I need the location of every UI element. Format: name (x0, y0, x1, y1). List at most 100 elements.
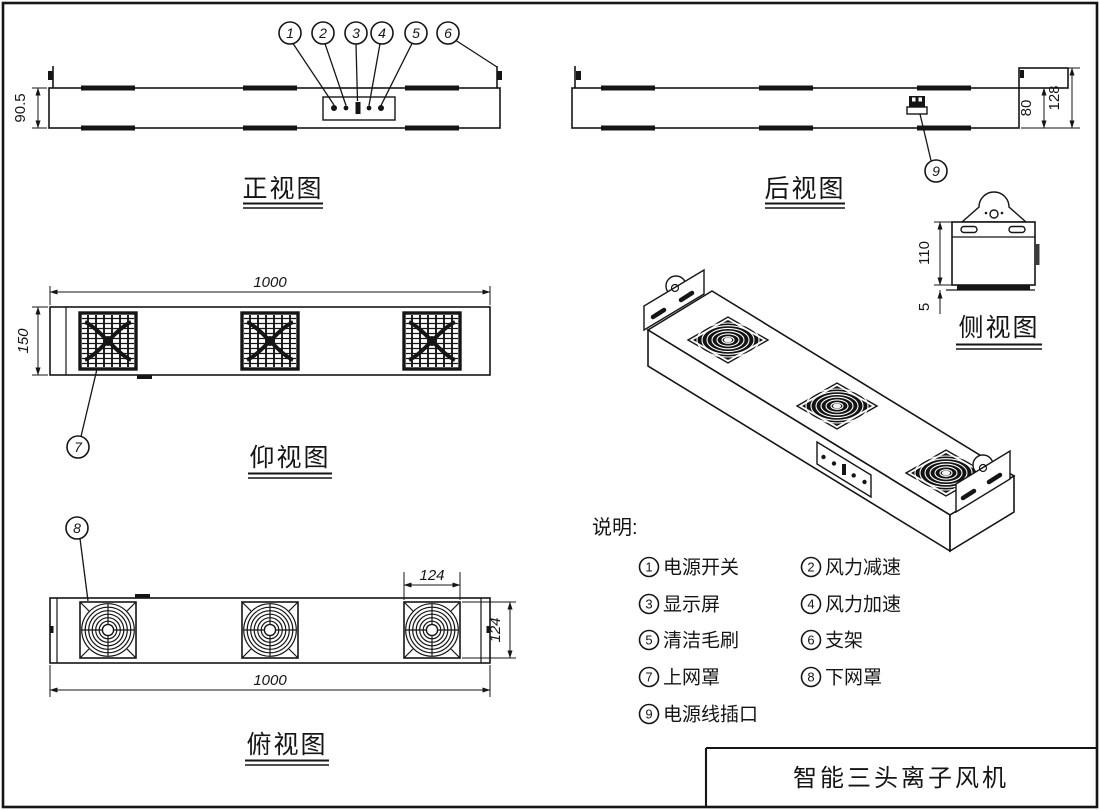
side-view: 110 5 侧视图 (916, 191, 1042, 350)
svg-text:支架: 支架 (825, 630, 863, 652)
fan-depth-dim: 124 (487, 617, 504, 642)
dimension-fan-depth: 124 (462, 601, 516, 659)
svg-text:4: 4 (807, 597, 814, 612)
callout-8-number: 8 (73, 520, 81, 536)
callout-8: 8 (65, 516, 89, 540)
cleaning-brush-knob (378, 105, 384, 111)
control-panel (322, 96, 396, 121)
callout-2: 2 (311, 21, 335, 45)
callout-5: 5 (404, 21, 428, 45)
legend-heading: 说明: (592, 516, 638, 539)
power-socket-icon (906, 96, 928, 115)
iso-control-panel (816, 440, 872, 499)
rear-view-label: 后视图 (764, 175, 845, 203)
top-view-label: 俯视图 (246, 731, 327, 759)
callout-4-number: 4 (378, 25, 386, 41)
base-strip (957, 285, 1030, 290)
bottom-view-label: 仰视图 (249, 444, 330, 472)
side-base-dim: 5 (916, 303, 933, 311)
top-view: 124 124 1000 8 俯视图 (49, 516, 516, 766)
fan-guard-icon (403, 601, 461, 659)
legend-item: 4 风力加速 (800, 594, 901, 616)
dimension-bottom-width: 150 (15, 306, 48, 376)
svg-text:清洁毛刷: 清洁毛刷 (663, 630, 739, 652)
fan-guard-icon (79, 601, 137, 659)
slat-grille-icon (78, 311, 138, 371)
slat-grille-icon (402, 311, 462, 371)
legend-item: 5 清洁毛刷 (638, 630, 739, 652)
callout-6: 6 (436, 21, 460, 45)
title-block: 智能三头离子风机 (704, 746, 1097, 807)
dimension-side-height: 110 (916, 221, 952, 286)
callout-2-number: 2 (318, 25, 327, 41)
legend: 说明: 1 电源开关 2 风力减速 3 显示屏 4 风力加速 5 清洁毛刷 (592, 516, 901, 726)
isometric-view (643, 268, 1016, 553)
dimension-rear-total-height: 128 (1046, 67, 1080, 129)
callout-4: 4 (370, 21, 394, 45)
svg-text:风力加速: 风力加速 (825, 594, 901, 616)
dimension-rear-body-height: 80 (1018, 87, 1080, 129)
rear-grille-edges (601, 85, 971, 131)
callout-7: 7 (66, 435, 90, 459)
side-bracket (960, 191, 1028, 223)
side-view-label: 侧视图 (958, 314, 1039, 342)
side-height-dim: 110 (916, 241, 933, 265)
bottom-width-dim: 150 (15, 328, 32, 354)
callout-6-number: 6 (444, 25, 452, 41)
bottom-length-dim: 1000 (253, 274, 287, 291)
legend-item: 7 上网罩 (638, 667, 720, 689)
front-view-label: 正视图 (242, 175, 323, 203)
legend-item: 1 电源开关 (638, 557, 739, 579)
rear-body-height-dim: 80 (1018, 100, 1035, 117)
dimension-fan-width: 124 (403, 567, 461, 600)
power-button (331, 105, 337, 111)
product-title: 智能三头离子风机 (793, 765, 1009, 792)
fan-guard-icon (241, 601, 299, 659)
callout-5-number: 5 (412, 25, 420, 41)
front-height-dim: 90.5 (12, 93, 29, 122)
front-callout-leaders (292, 39, 498, 106)
svg-text:下网罩: 下网罩 (825, 668, 882, 689)
svg-text:8: 8 (807, 670, 814, 685)
rear-bracket-tabs (574, 66, 1069, 89)
rear-view: 9 80 128 后视图 (571, 66, 1080, 209)
svg-text:9: 9 (645, 707, 652, 722)
mount-slot (960, 225, 978, 234)
rear-total-height-dim: 128 (1046, 85, 1063, 110)
dimension-top-length: 1000 (49, 665, 491, 697)
bottom-view: 1000 150 7 仰视图 (15, 274, 491, 479)
bracket-hole (989, 209, 999, 219)
callout-1: 1 (278, 21, 302, 45)
callout-9-number: 9 (932, 163, 940, 179)
svg-text:电源开关: 电源开关 (663, 557, 739, 579)
svg-text:上网罩: 上网罩 (663, 667, 720, 689)
callout-1-number: 1 (286, 25, 294, 41)
speed-up-button (366, 105, 372, 111)
svg-text:显示屏: 显示屏 (663, 595, 720, 616)
svg-text:3: 3 (645, 597, 652, 612)
iso-left-bracket (643, 268, 705, 332)
svg-text:风力减速: 风力减速 (825, 557, 901, 579)
svg-text:1: 1 (645, 560, 652, 575)
svg-text:2: 2 (807, 560, 814, 575)
callout-3-number: 3 (352, 25, 360, 41)
iso-right-bracket (955, 449, 1011, 514)
callout-9: 9 (924, 159, 948, 183)
slat-grille-icon (240, 311, 300, 371)
mount-slot (1008, 225, 1026, 234)
legend-item: 2 风力减速 (800, 557, 901, 579)
legend-item: 8 下网罩 (800, 666, 882, 689)
svg-text:5: 5 (645, 633, 652, 648)
side-connector (1035, 244, 1040, 265)
svg-text:7: 7 (645, 670, 652, 685)
callout-7-number: 7 (74, 439, 83, 455)
dimension-front-height: 90.5 (12, 87, 47, 129)
fan-width-dim: 124 (419, 567, 444, 584)
svg-text:电源线插口: 电源线插口 (663, 704, 758, 726)
legend-item: 9 电源线插口 (638, 704, 758, 726)
front-grille-edges (81, 85, 459, 131)
front-bracket-tabs (48, 66, 502, 88)
dimension-side-base: 5 (916, 290, 943, 314)
